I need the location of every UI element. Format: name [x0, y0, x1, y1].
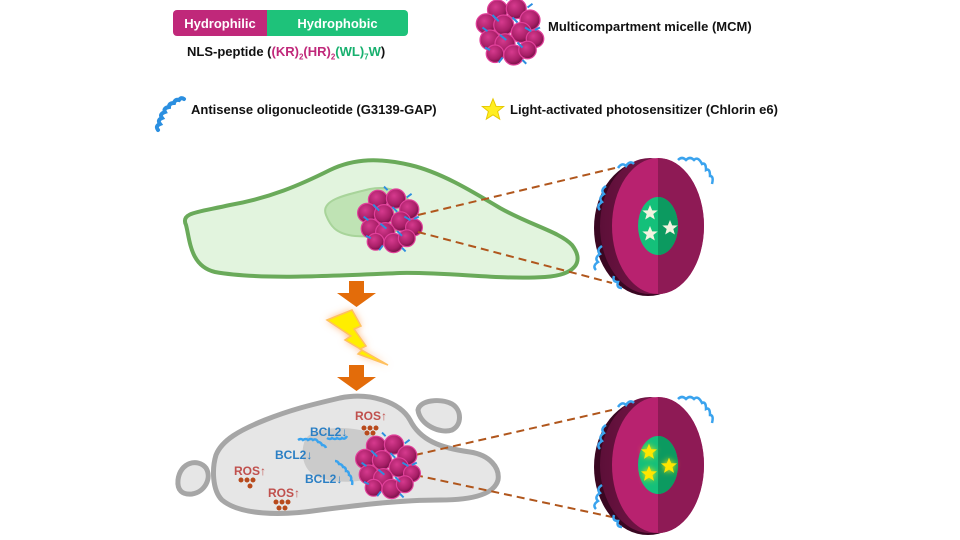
photosensitizer-legend-star-icon [481, 98, 505, 120]
bcl2-text: BCL2 [305, 472, 337, 486]
bcl2-label: BCL2↓ [310, 425, 347, 439]
bcl2-text: BCL2 [310, 425, 342, 439]
up-arrow-icon: ↑ [260, 464, 267, 478]
nls-seg-w: W [368, 44, 381, 59]
mcm-legend-label: Multicompartment micelle (MCM) [548, 19, 752, 34]
ros-text: ROS [268, 486, 295, 500]
antisense-legend-label: Antisense oligonucleotide (G3139-GAP) [191, 102, 437, 117]
ros-dots [238, 425, 379, 511]
zoom-line-bottom-lower [414, 474, 613, 518]
mcm-cross-section-activated [592, 395, 714, 537]
nls-seg-wl: (WL) [335, 44, 365, 59]
damaged-cell-fragment [415, 398, 462, 434]
down-arrow-icon [337, 281, 376, 307]
ros-label: ROS↑ [355, 409, 387, 423]
bcl2-text: BCL2 [275, 448, 307, 462]
bcl2-label: BCL2↓ [275, 448, 312, 462]
nls-seg-kr: (KR) [271, 44, 299, 59]
damaged-cell-fragment [175, 460, 211, 497]
released-oligo-icon [334, 459, 354, 486]
down-arrow-icon: ↓ [341, 425, 348, 439]
nls-seg-hr: (HR) [303, 44, 331, 59]
up-arrow-icon: ↑ [381, 409, 388, 423]
photosensitizer-legend-label: Light-activated photosensitizer (Chlorin… [510, 102, 778, 117]
nls-prefix: NLS-peptide ( [187, 44, 272, 59]
released-oligo-icon [326, 435, 349, 441]
released-oligo-icon [297, 437, 328, 449]
nls-peptide-label: NLS-peptide ((KR)2(HR)2(WL)7W) [187, 44, 385, 62]
nls-sub: 2 [298, 52, 304, 62]
antisense-oligo-legend-icon [154, 96, 186, 132]
zoom-line-top-lower [417, 231, 613, 284]
mcm-cross-section-inactive [592, 156, 714, 298]
mcm-legend-icon [475, 0, 545, 66]
down-arrow-icon: ↓ [306, 448, 313, 462]
hydrophilic-segment: Hydrophilic [173, 10, 267, 36]
zoom-line-top-upper [417, 167, 616, 216]
ros-label: ROS↑ [234, 464, 266, 478]
hydrophobic-segment: Hydrophobic [267, 10, 408, 36]
bcl2-label: BCL2↓ [305, 472, 342, 486]
ros-text: ROS [234, 464, 261, 478]
nls-sub: 7 [364, 52, 369, 62]
peptide-segment-bar: Hydrophilic Hydrophobic [173, 10, 408, 36]
nls-sub: 2 [330, 52, 336, 62]
lightning-bolt-icon [325, 309, 389, 366]
zoom-line-bottom-upper [414, 409, 613, 456]
ros-text: ROS [355, 409, 382, 423]
ros-label: ROS↑ [268, 486, 300, 500]
nls-suffix: ) [380, 44, 386, 59]
down-arrow-icon [337, 365, 376, 391]
down-arrow-icon: ↓ [336, 472, 343, 486]
up-arrow-icon: ↑ [294, 486, 301, 500]
